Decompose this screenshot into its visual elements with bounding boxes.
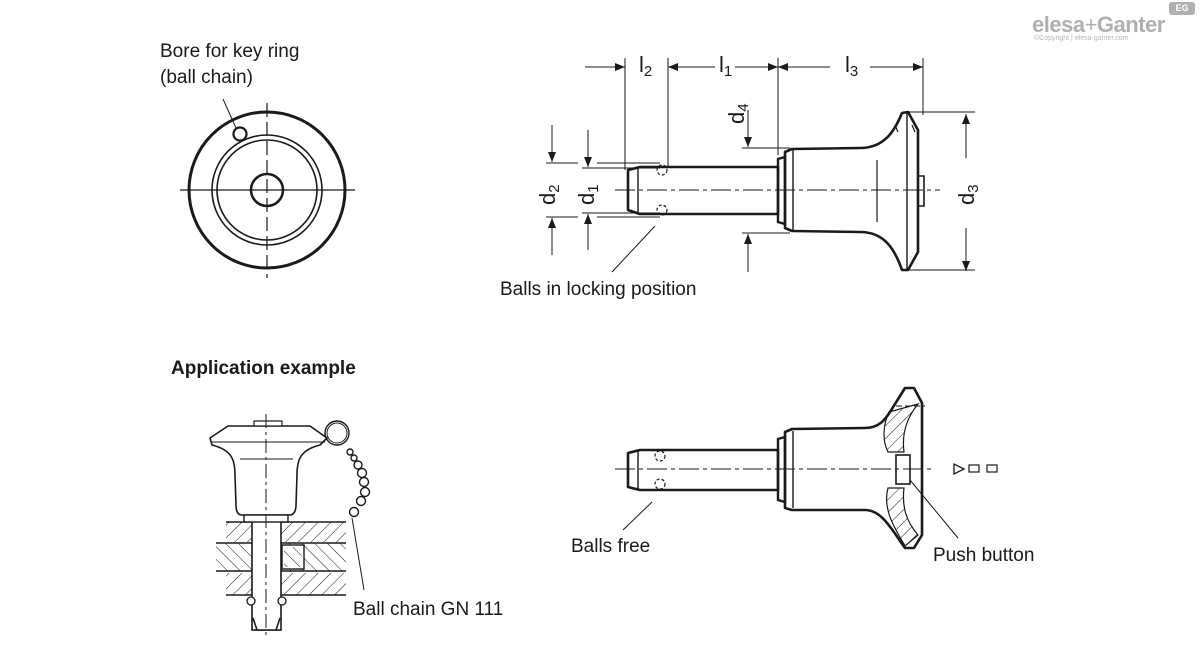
section-view <box>615 386 998 550</box>
brand-logo: elesa+Ganter EG ©Copyright | elesa-gante… <box>1032 2 1197 44</box>
key-ring <box>324 420 350 446</box>
dim-d3: d3 <box>954 184 982 205</box>
side-view <box>546 58 975 273</box>
key-ring-bore <box>232 126 248 142</box>
plate-top <box>226 522 346 542</box>
dim-l3: l3 <box>845 52 859 80</box>
brand-copyright: ©Copyright | elesa-ganter.com <box>1034 35 1129 42</box>
brand-badge: EG <box>1169 2 1195 15</box>
label-ball-chain-paren: (ball chain) <box>160 67 253 88</box>
label-push-button: Push button <box>933 545 1035 566</box>
heading-application-example: Application example <box>171 358 356 379</box>
dim-d4: d4 <box>724 103 752 124</box>
dim-l1: l1 <box>719 52 733 80</box>
push-direction-arrow <box>953 462 966 476</box>
dim-d2: d2 <box>535 184 563 205</box>
label-bore-key-ring: Bore for key ring <box>160 41 300 62</box>
label-ball-chain-gn111: Ball chain GN 111 <box>353 599 504 620</box>
application-example <box>209 414 371 636</box>
plate-bottom <box>226 573 346 595</box>
label-balls-locking: Balls in locking position <box>500 279 697 300</box>
label-balls-free: Balls free <box>571 536 651 557</box>
leader-bore <box>222 98 237 129</box>
brand-name: elesa+Ganter <box>1032 12 1165 37</box>
dim-l2: l2 <box>639 52 653 80</box>
handle-body <box>783 110 920 272</box>
ball-chain <box>346 448 371 518</box>
dim-d1: d1 <box>574 184 602 205</box>
top-view <box>180 98 355 278</box>
